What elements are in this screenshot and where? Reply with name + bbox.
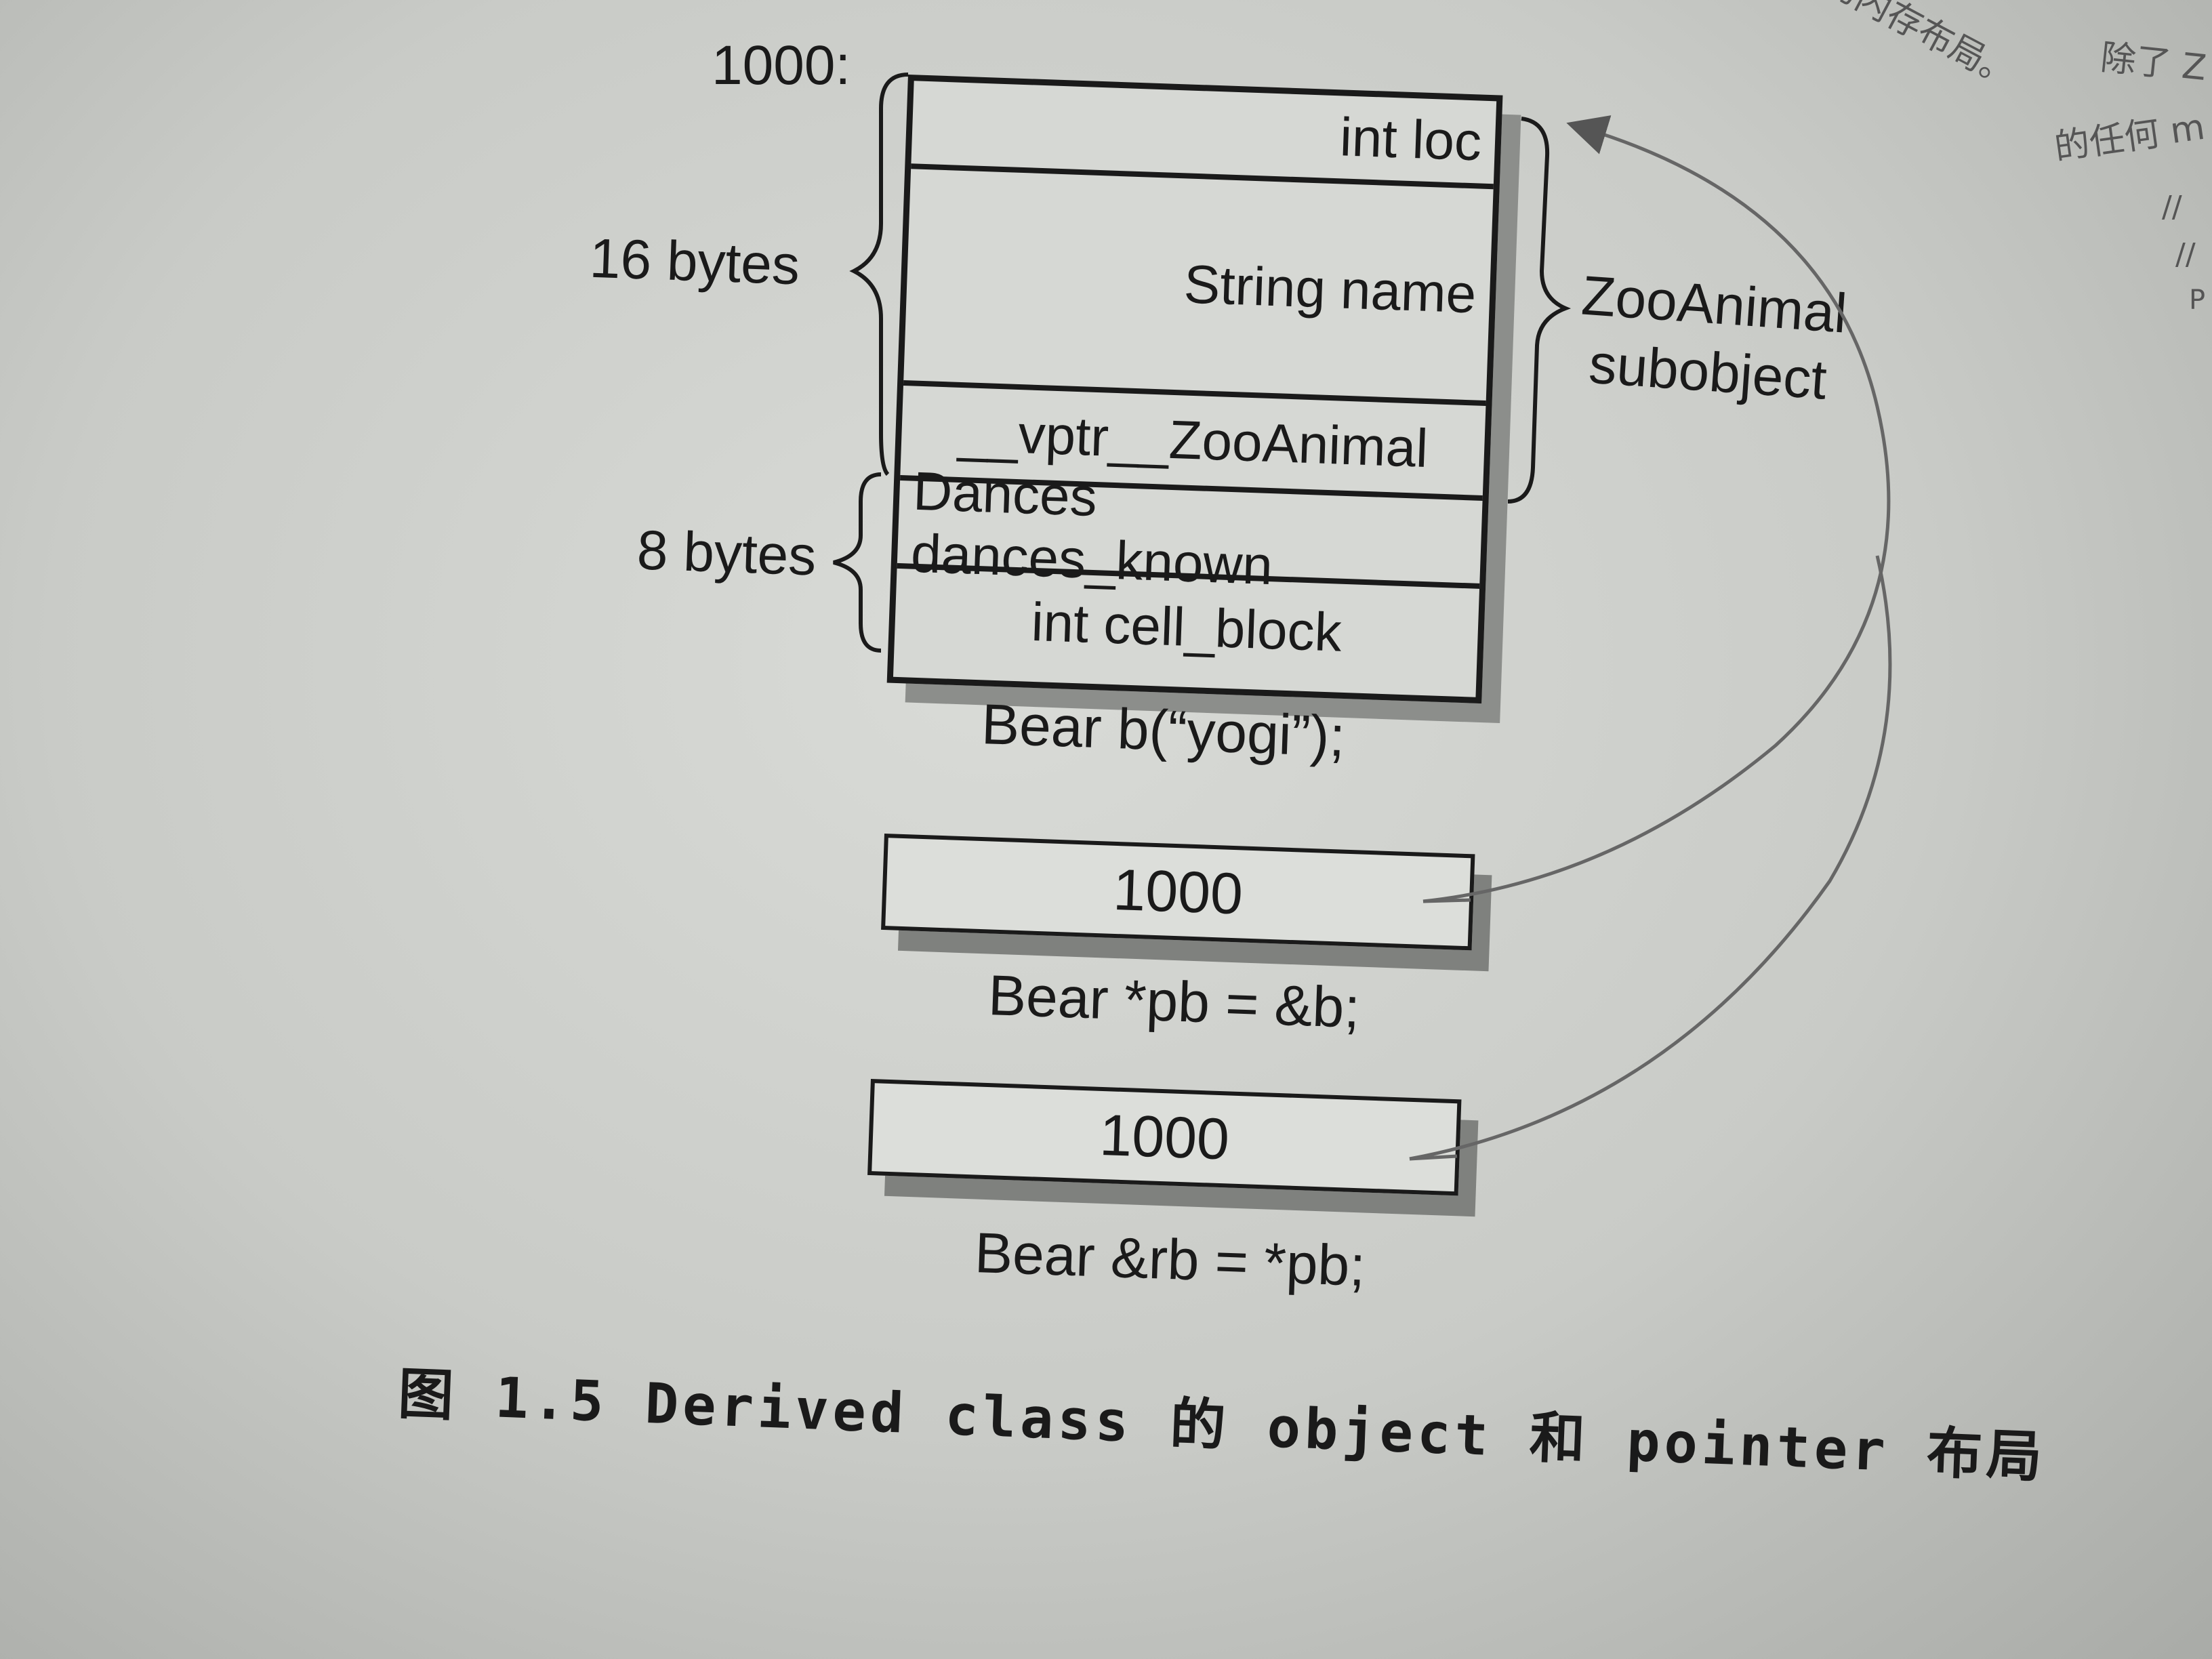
address-label: 1000: <box>712 35 851 96</box>
pb-tail-tick <box>1422 898 1471 903</box>
arrow-pb-to-object <box>1422 115 1891 903</box>
brace-zooanimal-subobject <box>1507 117 1572 504</box>
rb-tail-tick <box>1409 1154 1458 1161</box>
margin-mark-1: // <box>2162 190 2182 224</box>
margin-mark-2: // <box>2175 237 2196 272</box>
brace-16-bytes <box>849 73 909 476</box>
margin-mark-3: P <box>2189 285 2206 316</box>
brace-8-bytes <box>833 472 882 653</box>
arrow-rb-to-object <box>1409 555 1892 1161</box>
